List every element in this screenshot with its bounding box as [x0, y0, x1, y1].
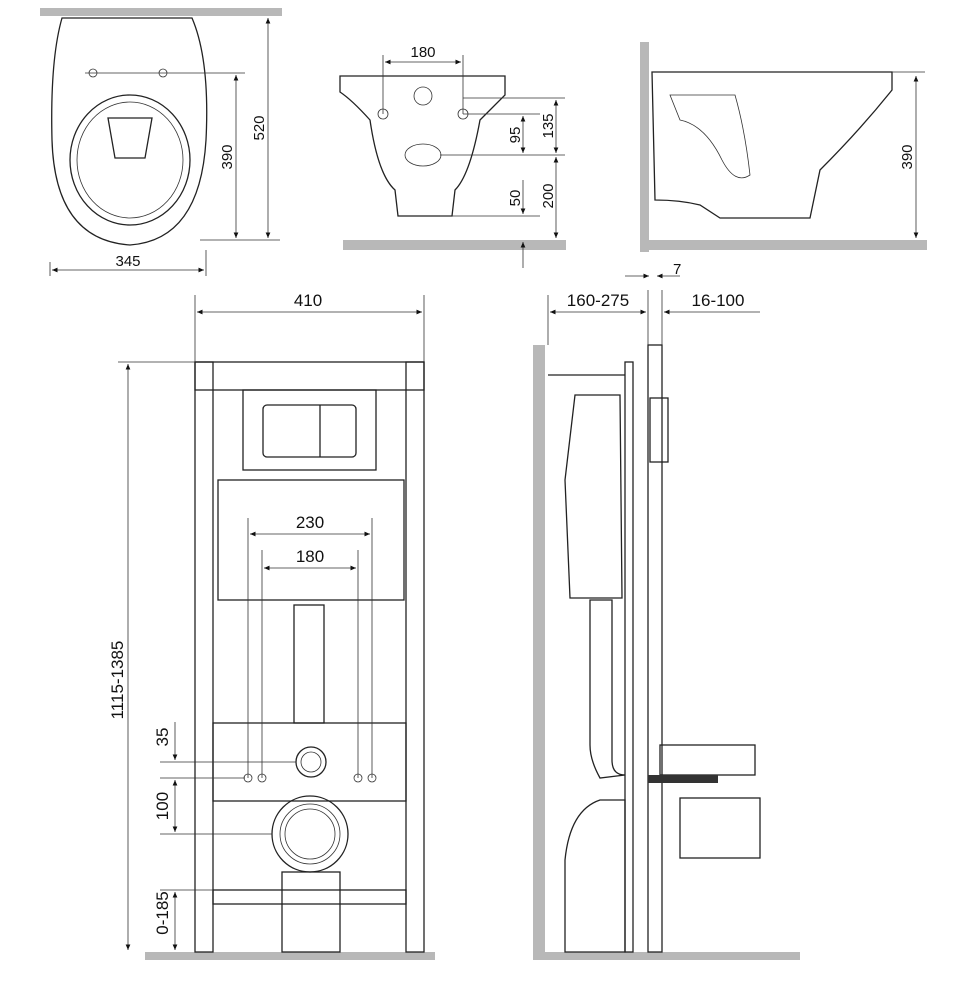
bowl-outline — [51, 17, 208, 246]
side-outline — [651, 71, 893, 219]
bowl-opening — [107, 117, 153, 159]
cistern-side — [564, 394, 623, 599]
side-view: 390 7 — [625, 42, 927, 279]
frame-side-view: 160-275 16-100 — [533, 290, 800, 960]
front-outline — [339, 75, 506, 217]
dim-135: 135 — [540, 113, 557, 138]
dim-50: 50 — [507, 190, 524, 207]
dim-16-100: 16-100 — [692, 291, 745, 310]
dim-95: 95 — [507, 127, 524, 144]
dim-180-top: 180 — [410, 44, 435, 61]
dim-200: 200 — [540, 183, 557, 208]
dim-0-185: 0-185 — [153, 891, 172, 934]
cistern — [217, 479, 405, 601]
dim-100: 100 — [153, 792, 172, 820]
front-view: 180 135 95 200 50 — [339, 44, 566, 268]
wall-top — [40, 8, 282, 16]
dim-410: 410 — [294, 291, 322, 310]
dim-7: 7 — [673, 261, 681, 278]
front-wall-panel — [647, 344, 663, 953]
dim-1115-1385: 1115-1385 — [108, 641, 127, 720]
flush-plate — [242, 389, 377, 471]
top-view: 345 390 520 — [40, 8, 282, 276]
dim-390: 390 — [219, 144, 236, 169]
dim-390-side: 390 — [899, 144, 916, 169]
outlet-pipe — [271, 795, 349, 873]
frame-front-view: 410 230 180 1115-1385 35 100 0-185 — [108, 291, 435, 960]
dim-520: 520 — [251, 115, 268, 140]
dim-35: 35 — [153, 728, 172, 747]
dim-160-275: 160-275 — [567, 291, 629, 310]
dim-345: 345 — [115, 253, 140, 270]
seat-outline — [69, 94, 191, 226]
dim-230: 230 — [296, 513, 324, 532]
dim-180-frame: 180 — [296, 547, 324, 566]
